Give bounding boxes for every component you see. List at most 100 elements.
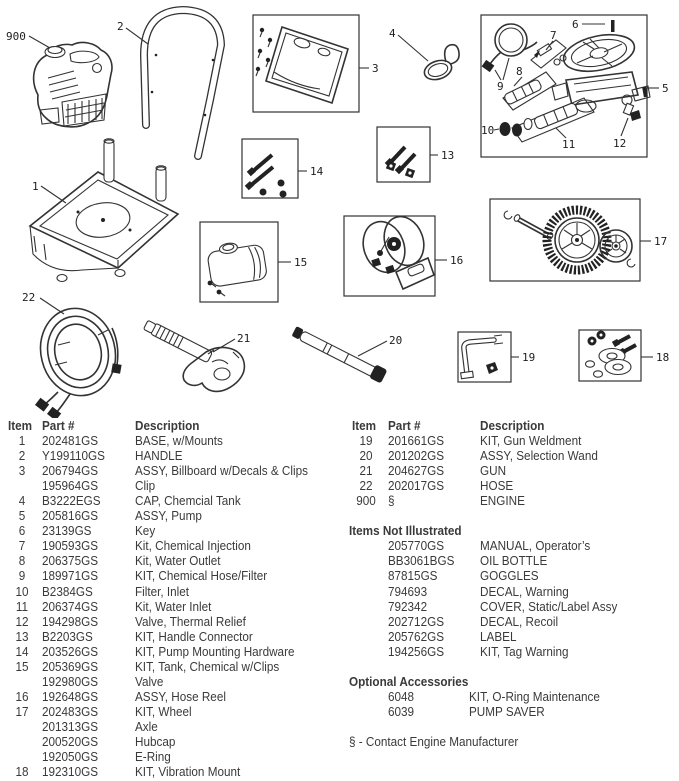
callout-21: 21	[212, 332, 250, 353]
part-description: BASE, w/Mounts	[135, 434, 223, 449]
part-header: Part #	[388, 419, 421, 433]
part-number: 794693	[388, 584, 428, 599]
part-number: 202483GS	[42, 704, 99, 719]
part-number: B2203GS	[42, 629, 93, 644]
part-number: 204627GS	[388, 464, 445, 479]
part-description: GUN	[480, 464, 507, 479]
part-number: 202712GS	[388, 614, 445, 629]
part-description: KIT, Gun Weldment	[480, 434, 582, 449]
base-drawing	[28, 138, 180, 283]
callout-19: 19	[511, 351, 535, 364]
item-number: 8	[18, 554, 26, 569]
part-description: KIT, Chemical Hose/Filter	[135, 569, 268, 584]
table-row: 6048 KIT, O-Ring Maintenance	[352, 690, 679, 705]
chemical-tank-cap-drawing	[423, 43, 460, 81]
table-row: 900§ENGINE	[352, 494, 679, 509]
part-description: LABEL	[480, 629, 517, 644]
item-number: 22	[359, 479, 373, 494]
part-number: 190593GS	[42, 539, 99, 554]
engine-drawing	[32, 41, 113, 128]
callout-label: 1	[32, 180, 39, 193]
not-illustrated-heading: Items Not Illustrated	[349, 524, 462, 539]
table-gap	[352, 660, 679, 675]
part-description: KIT, O-Ring Maintenance	[469, 689, 600, 704]
part-description: OIL BOTTLE	[480, 554, 548, 569]
item-number: 15	[15, 659, 29, 674]
part-description: DECAL, Warning	[480, 584, 569, 599]
table-gap	[352, 509, 679, 524]
callout-900: 900	[6, 30, 51, 49]
callout-label: 9	[497, 80, 504, 93]
optional-accessories-heading: Optional Accessories	[349, 674, 469, 689]
part-number: 6039	[388, 704, 415, 719]
part-number: 194256GS	[388, 644, 445, 659]
table-row: 794693 DECAL, Warning	[352, 585, 679, 600]
part-number: Y199110GS	[42, 449, 105, 464]
table-row: 195964GS Clip	[8, 479, 343, 494]
part-number: 201202GS	[388, 449, 445, 464]
callout-4: 4	[389, 27, 429, 62]
part-number: 87815GS	[388, 569, 438, 584]
table-row: 20 201202GS ASSY, Selection Wand	[352, 449, 679, 464]
engine-footnote: § - Contact Engine Manufacturer	[349, 734, 519, 749]
part-number: 205816GS	[42, 509, 99, 524]
part-number: B3222EGS	[42, 494, 101, 509]
item-number: 2	[18, 449, 26, 464]
part-description: Clip	[135, 479, 156, 494]
callout-18: 18	[641, 351, 669, 364]
part-number: §	[388, 494, 395, 509]
callout-label: 17	[654, 235, 667, 248]
item-number: 20	[359, 449, 373, 464]
callout-label: 5	[662, 82, 669, 95]
part-description: KIT, Tank, Chemical w/Clips	[135, 659, 280, 674]
part-number: 189971GS	[42, 569, 99, 584]
table-row: 194256GS KIT, Tag Warning	[352, 645, 679, 660]
part-description: DECAL, Recoil	[480, 614, 559, 629]
part-number: 203526GS	[42, 644, 99, 659]
item-number: 17	[15, 704, 29, 719]
callout-22: 22	[22, 291, 65, 315]
part-number: 202481GS	[42, 434, 99, 449]
part-number: 195964GS	[42, 479, 99, 494]
callout-2: 2	[117, 20, 149, 45]
part-number: 201661GS	[388, 434, 445, 449]
item-number: 6	[18, 524, 26, 539]
part-description: KIT, Handle Connector	[135, 629, 253, 644]
part-description: PUMP SAVER	[469, 704, 545, 719]
part-description: HANDLE	[135, 449, 183, 464]
part-description: HOSE	[480, 479, 514, 494]
callout-15: 15	[278, 256, 307, 269]
part-description: ASSY, Selection Wand	[480, 449, 598, 464]
callout-label: 21	[237, 332, 250, 345]
item-number: 18	[15, 765, 29, 780]
callout-1: 1	[32, 180, 67, 204]
part-number: 206375GS	[42, 554, 99, 569]
part-description: ENGINE	[480, 494, 525, 509]
part-number: 23139GS	[42, 524, 92, 539]
callout-label: 19	[522, 351, 535, 364]
part-number: 200520GS	[42, 734, 99, 749]
part-number: 6048	[388, 689, 415, 704]
item-number: 10	[15, 584, 29, 599]
item-number: 12	[15, 614, 29, 629]
callout-5: 5	[647, 82, 669, 95]
callout-label: 8	[516, 65, 523, 78]
callout-label: 900	[6, 30, 26, 43]
part-description: KIT, Tag Warning	[480, 644, 569, 659]
